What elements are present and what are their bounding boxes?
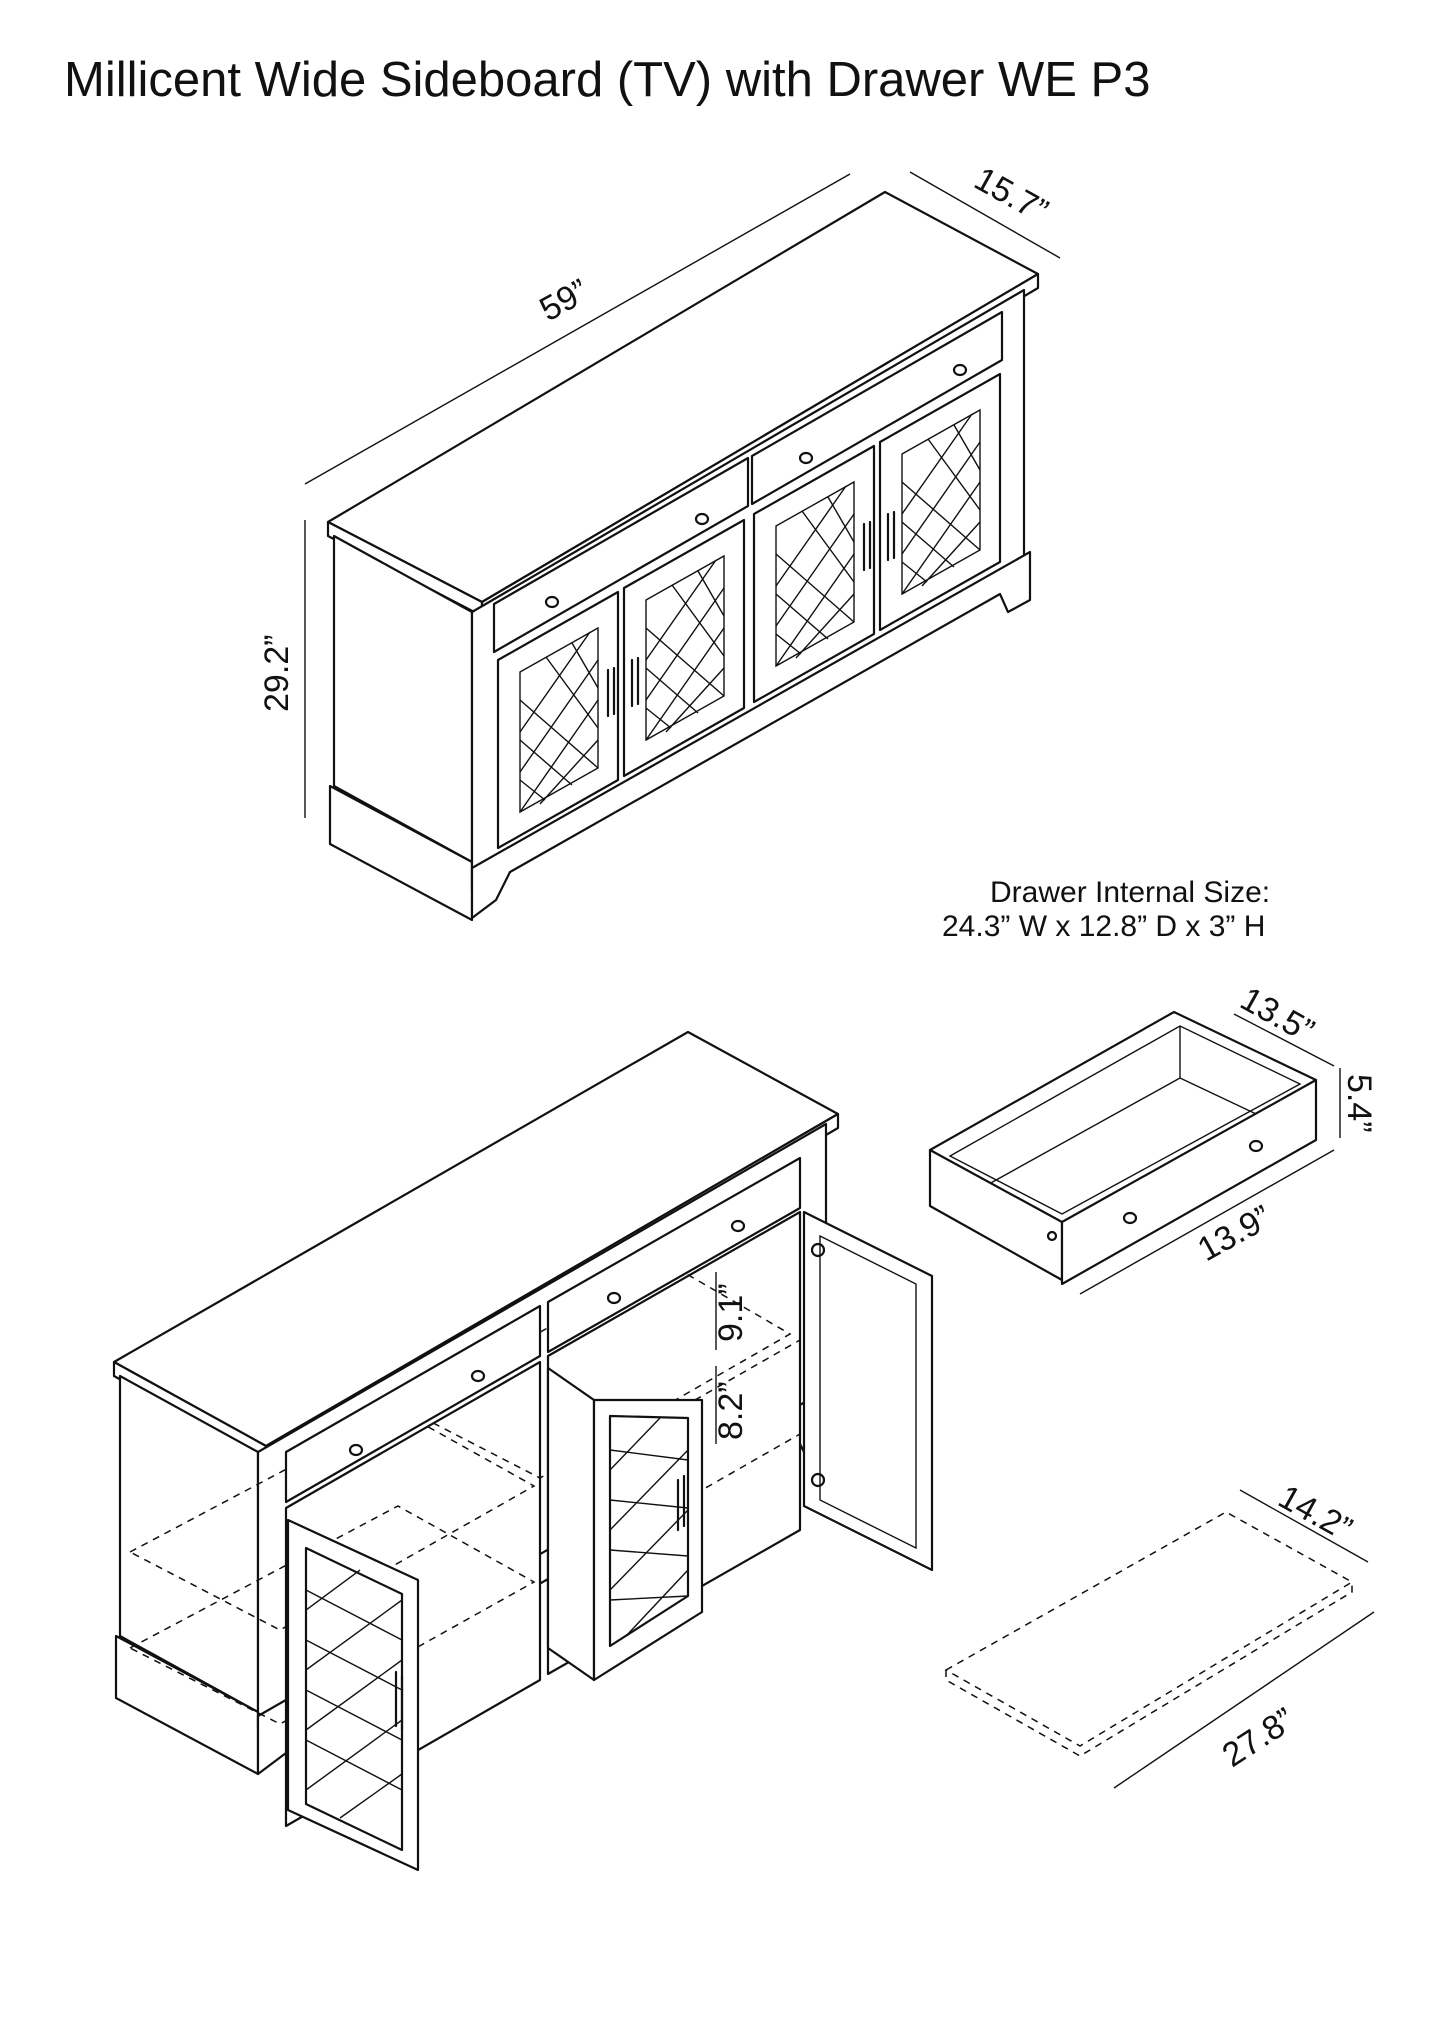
hinge-icon <box>810 1472 826 1488</box>
drawer-width-dimension-line <box>1079 1149 1335 1295</box>
door-handle-icon <box>630 656 640 708</box>
drawer-front <box>1060 1078 1318 1286</box>
door-2 <box>622 518 746 778</box>
drawer-depth-dimension-line <box>1233 1013 1335 1067</box>
open-door-2 <box>546 1366 596 1682</box>
shelf-depth-dimension-line <box>1239 1489 1369 1563</box>
drawer-knob-icon <box>952 363 968 377</box>
drawer-height-label: 5.4” <box>1340 1074 1378 1133</box>
shelf-depth-label: 14.2” <box>1272 1478 1358 1549</box>
door-handle-icon <box>676 1474 686 1532</box>
width-label: 59” <box>533 272 594 329</box>
depth-dimension-line <box>909 171 1061 259</box>
door-glass <box>304 1546 404 1852</box>
drawer-knob-icon <box>798 451 814 465</box>
drawer-width-label: 13.9” <box>1191 1198 1277 1269</box>
drawer-inner-rim <box>948 1025 1302 1215</box>
drawer-depth-label: 13.5” <box>1234 980 1320 1051</box>
front-plinth <box>470 550 1032 920</box>
shelf-outline <box>128 1505 536 1725</box>
shelf-panel-edge <box>945 1582 1353 1757</box>
door-handle-icon <box>394 1670 404 1732</box>
door-3 <box>752 444 876 704</box>
drawer-knob-icon <box>694 512 710 526</box>
lattice-pattern <box>305 1417 689 1819</box>
width-dimension-line <box>304 173 851 485</box>
shelf-upper-gap-label: 9.1” <box>712 1283 750 1342</box>
shelf-width-label: 27.8” <box>1216 1701 1302 1775</box>
drawer-knob-icon <box>348 1443 364 1457</box>
shelf-width-dimension-line <box>1113 1611 1375 1789</box>
page-title: Millicent Wide Sideboard (TV) with Drawe… <box>64 53 1151 107</box>
drawer-knob-icon <box>606 1291 622 1305</box>
depth-label: 15.7” <box>968 160 1054 231</box>
sideboard-closed-drawing: 59” 15.7” 29.2” <box>258 160 1061 922</box>
height-label: 29.2” <box>258 635 296 713</box>
door-1 <box>496 590 620 850</box>
drawer-front-right <box>750 310 1004 506</box>
sideboard-open-drawing: 9.1” 8.2” <box>112 1030 934 1872</box>
hinge-icon <box>810 1242 826 1258</box>
drawer-drawing: 13.5” 5.4” 13.9” <box>928 980 1378 1295</box>
door-handle-icon <box>886 510 896 562</box>
drawer-knob-icon <box>544 595 560 609</box>
shelf-drawing: 14.2” 27.8” <box>944 1478 1375 1789</box>
open-door-4 <box>802 1210 934 1572</box>
drawer-hole-icon <box>1046 1230 1058 1242</box>
lattice-pattern <box>519 413 981 813</box>
drawer-knob-icon <box>730 1219 746 1233</box>
shelf-panel-outline <box>944 1511 1354 1747</box>
shelf-lower-gap-label: 8.2” <box>712 1381 750 1440</box>
side-plinth <box>328 784 474 922</box>
drawer-internal-label: Drawer Internal Size: <box>990 876 1271 909</box>
door-handle-icon <box>606 666 616 718</box>
door-handle-icon <box>862 520 872 572</box>
drawer-knob-icon <box>1248 1139 1264 1153</box>
drawer-knob-icon <box>1122 1211 1138 1225</box>
drawer-internal-size: 24.3” W x 12.8” D x 3” H <box>942 910 1266 943</box>
drawer-front-left <box>284 1304 542 1504</box>
drawer-knob-icon <box>470 1369 486 1383</box>
door-panel-inner <box>819 1234 917 1550</box>
door-4 <box>878 372 1002 632</box>
shelf-outline <box>128 1409 536 1631</box>
drawer-inner-bottom <box>959 1077 1181 1201</box>
